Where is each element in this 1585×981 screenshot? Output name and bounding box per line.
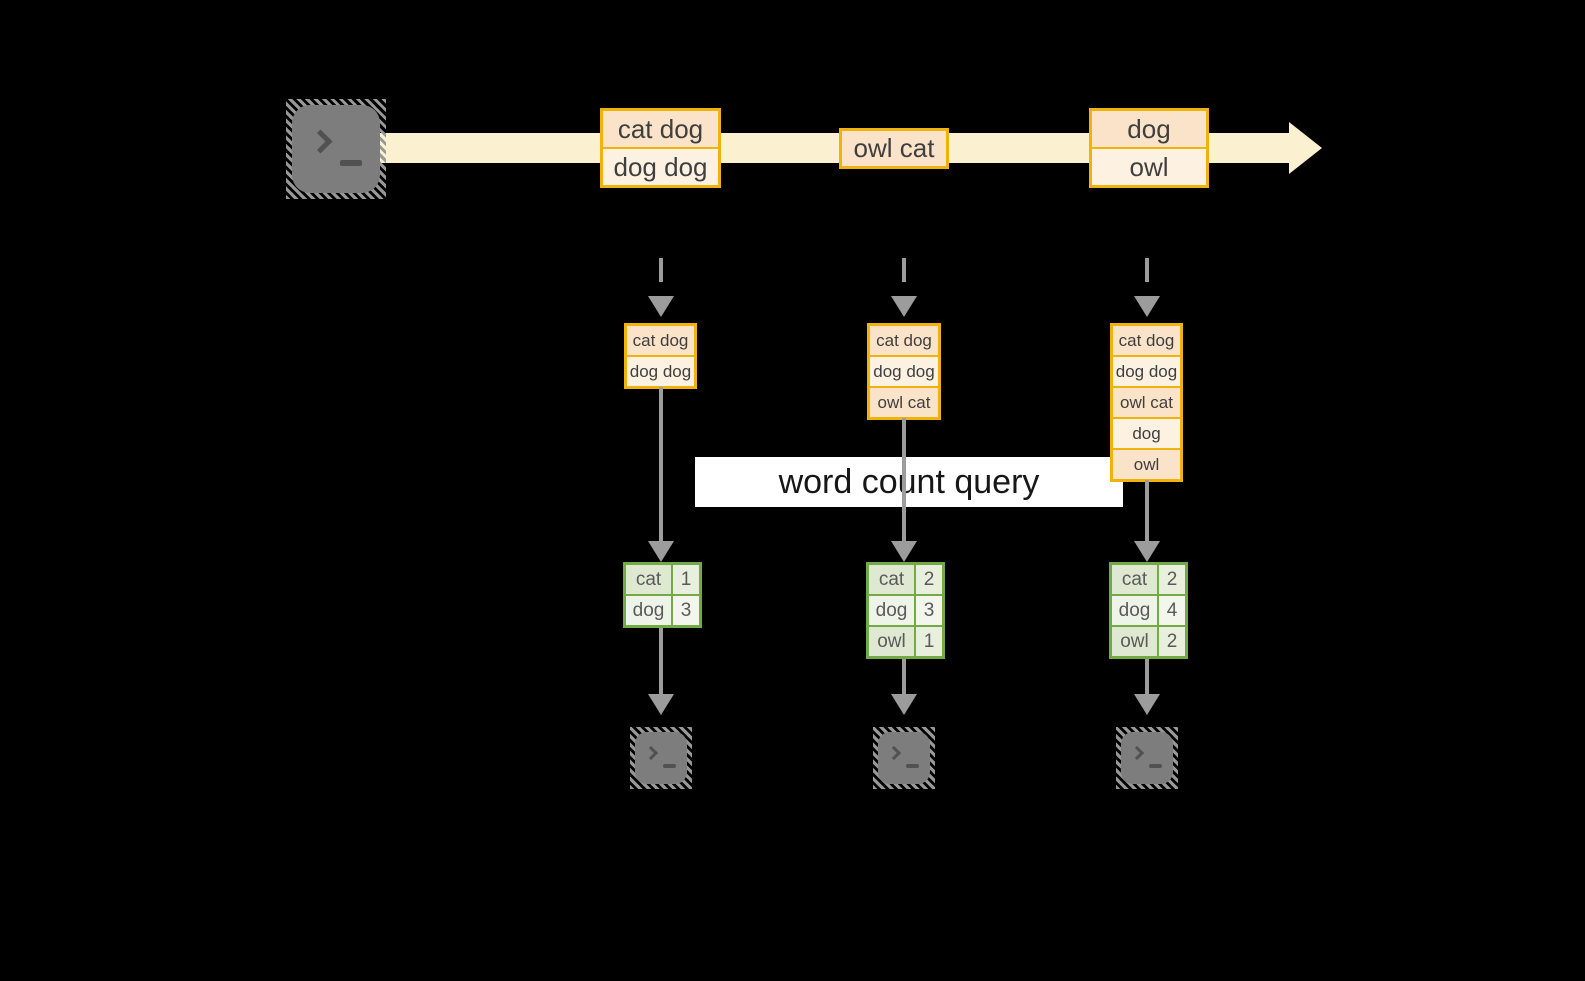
state-record: cat dog [870,326,938,355]
count-word: dog [626,596,671,625]
stream-record: dog [1092,111,1206,147]
state-to-table-line [659,387,663,544]
count-word: dog [1112,596,1157,625]
query-label-band: word count query [695,457,1123,507]
table-to-output-line [659,628,663,696]
prompt-chevron-icon [308,129,333,154]
count-word: cat [869,565,914,594]
word-count-table-2: cat 2 dog 3 owl 1 [866,562,945,659]
count-value: 3 [673,596,699,625]
count-value: 1 [916,627,942,656]
prompt-cursor-icon [1149,764,1162,768]
query-label: word count query [778,462,1040,501]
state-record: dog [1113,419,1180,448]
prompt-cursor-icon [906,764,919,768]
state-box-2: cat dog dog dog owl cat [867,323,941,420]
state-to-table-line [1145,480,1149,544]
output-terminal-icon [873,727,935,789]
terminal-screen [635,732,687,784]
arrow-down-icon [1134,694,1160,715]
prompt-cursor-icon [340,160,362,166]
count-value: 3 [916,596,942,625]
stream-record: dog dog [603,149,718,185]
terminal-screen [878,732,930,784]
count-value: 2 [1159,565,1185,594]
output-terminal-icon [1116,727,1178,789]
arrow-down-icon [891,541,917,562]
stream-batch-1: cat dog dog dog [600,108,721,188]
stream-batch-2: owl cat [839,128,949,169]
table-to-output-line [902,659,906,696]
prompt-chevron-icon [643,745,659,761]
stream-record: owl [1092,149,1206,185]
arrow-down-icon [648,694,674,715]
count-word: dog [869,596,914,625]
arrow-down-icon [648,296,674,317]
state-record: dog dog [627,357,694,386]
input-terminal-icon [286,99,386,199]
table-to-output-line [1145,659,1149,696]
word-count-table-1: cat 1 dog 3 [623,562,702,628]
state-record: dog dog [1113,357,1180,386]
count-word: owl [1112,627,1157,656]
count-value: 1 [673,565,699,594]
terminal-screen [292,105,380,193]
stream-arrow-head-icon [1289,122,1322,174]
stream-record: owl cat [842,131,946,166]
state-record: owl cat [870,388,938,417]
count-value: 2 [916,565,942,594]
prompt-cursor-icon [663,764,676,768]
prompt-chevron-icon [1129,745,1145,761]
state-record: owl [1113,450,1180,479]
batch-to-state-dashed-line [902,258,906,292]
state-record: cat dog [1113,326,1180,355]
word-count-table-3: cat 2 dog 4 owl 2 [1109,562,1188,659]
stream-batch-3: dog owl [1089,108,1209,188]
count-word: cat [1112,565,1157,594]
arrow-down-icon [648,541,674,562]
prompt-chevron-icon [886,745,902,761]
arrow-down-icon [1134,541,1160,562]
count-word: cat [626,565,671,594]
state-record: dog dog [870,357,938,386]
output-terminal-icon [630,727,692,789]
arrow-down-icon [1134,296,1160,317]
arrow-down-icon [891,296,917,317]
count-value: 2 [1159,627,1185,656]
batch-to-state-dashed-line [659,258,663,292]
state-record: cat dog [627,326,694,355]
state-to-table-line [902,418,906,544]
state-box-1: cat dog dog dog [624,323,697,389]
count-word: owl [869,627,914,656]
state-box-3: cat dog dog dog owl cat dog owl [1110,323,1183,482]
batch-to-state-dashed-line [1145,258,1149,292]
count-value: 4 [1159,596,1185,625]
terminal-screen [1121,732,1173,784]
arrow-down-icon [891,694,917,715]
state-record: owl cat [1113,388,1180,417]
stream-record: cat dog [603,111,718,147]
